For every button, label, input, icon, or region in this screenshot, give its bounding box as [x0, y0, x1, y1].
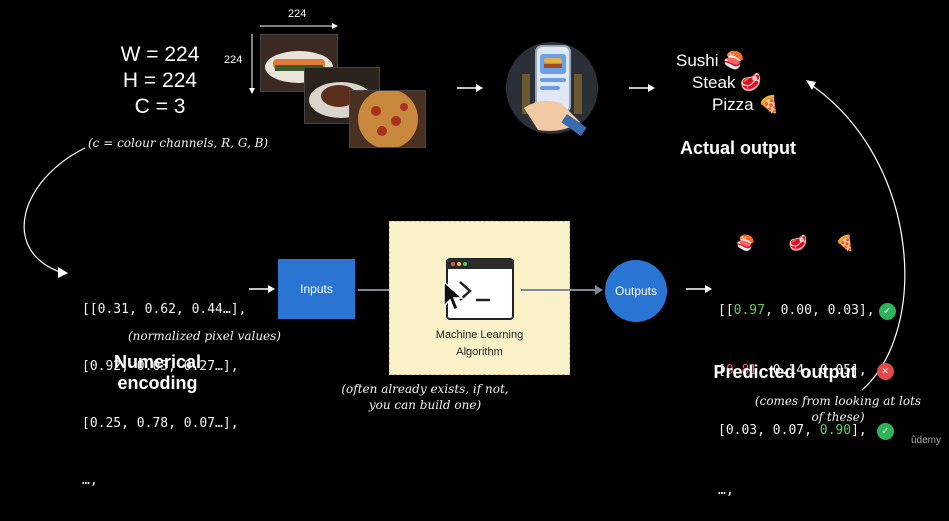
check-icon: ✓: [876, 422, 894, 440]
encoding-row: [0.92, 0.03, 0.27…],: [82, 359, 239, 374]
encoding-title-line1: Numerical: [113, 352, 202, 372]
encoding-title-line2: encoding: [117, 373, 198, 393]
prob-sushi: 0.81: [725, 363, 758, 378]
encoding-row: …,: [82, 473, 98, 488]
sushi-label: Sushi: [676, 51, 719, 70]
predicted-header-icons: 🍣 🥩 🍕: [736, 234, 854, 252]
udemy-watermark: ûdemy: [910, 435, 941, 446]
inputs-box: Inputs: [278, 259, 355, 319]
prob-pizza: 0.03: [827, 303, 859, 318]
food-app-phone-icon: [506, 42, 598, 136]
prob-sushi: 0.03: [725, 423, 758, 438]
bracket: [[: [718, 303, 734, 318]
bracket: [: [718, 363, 726, 378]
actual-item-steak: Steak 🥩: [676, 72, 779, 94]
arrow-to-predicted: [686, 285, 712, 293]
sushi-icon: 🍣: [736, 235, 755, 252]
sushi-icon: 🍣: [723, 51, 745, 70]
mouse-pointer-icon: [443, 280, 464, 312]
prob-sushi: 0.97: [733, 303, 765, 318]
predicted-matrix: [[0.97, 0.00, 0.03], ✓ [0.81, 0.14, 0.05…: [718, 261, 896, 521]
encoding-row: [[0.31, 0.62, 0.44…],: [82, 302, 247, 317]
ml-label-line2: Algorithm: [456, 346, 503, 358]
image-dimensions: W = 224 H = 224 C = 3: [95, 42, 225, 120]
predicted-ellipsis: …,: [718, 483, 734, 498]
prob-steak: 0.00: [780, 303, 812, 318]
arrow-to-phone: [457, 84, 483, 92]
flow-curves: [23, 80, 906, 391]
ml-note-line1: (often already exists, if not,: [341, 382, 509, 396]
arrow-to-inputs: [249, 285, 275, 293]
width-text: W = 224: [120, 43, 200, 66]
pizza-image: [350, 91, 425, 147]
bracket: ],: [851, 423, 867, 438]
pizza-label: Pizza: [712, 95, 754, 114]
actual-output-title: Actual output: [680, 138, 796, 158]
steak-label: Steak: [692, 73, 736, 92]
bracket: ],: [858, 303, 875, 318]
steak-icon: 🥩: [740, 73, 762, 92]
ml-label-line1: Machine Learning: [435, 329, 524, 341]
channels-text: C = 3: [134, 95, 186, 118]
normalized-note: (normalized pixel values): [128, 329, 281, 343]
actual-item-sushi: Sushi 🍣: [676, 50, 779, 72]
outputs-label: Outputs: [614, 284, 658, 298]
predicted-row: [0.81, 0.14, 0.05], ✕: [718, 361, 896, 381]
dimension-arrows: [249, 23, 338, 94]
ml-note: (often already exists, if not, you can b…: [330, 381, 520, 413]
pizza-icon: 🍕: [758, 95, 780, 114]
actual-output-list: Sushi 🍣 Steak 🥩 Pizza 🍕: [676, 50, 779, 116]
steak-icon: 🥩: [788, 235, 808, 252]
predicted-output-title: Predicted output: [713, 362, 857, 382]
pizza-icon: 🍕: [835, 235, 855, 252]
predicted-row: [[0.97, 0.00, 0.03], ✓: [718, 301, 896, 321]
actual-item-pizza: Pizza 🍕: [676, 94, 779, 116]
predicted-note-line2: of these): [811, 410, 865, 424]
bracket: [: [718, 423, 726, 438]
predicted-row: [0.03, 0.07, 0.90], ✓: [718, 421, 896, 441]
predicted-note: (comes from looking at lots of these): [738, 393, 938, 425]
width-label: 224: [288, 8, 307, 20]
arrow-to-actual: [629, 84, 655, 92]
pizza-photo: [349, 90, 426, 148]
arrow-to-outputs: [521, 285, 603, 295]
inputs-label: Inputs: [300, 282, 333, 296]
numerical-encoding-title: Numerical encoding: [100, 352, 215, 394]
prob-pizza: 0.05: [819, 363, 852, 378]
ml-label: Machine Learning Algorithm: [389, 327, 570, 361]
prob-steak: 0.07: [772, 423, 805, 438]
outputs-circle: Outputs: [605, 260, 667, 322]
cross-icon: ✕: [876, 362, 894, 380]
encoding-row: [0.25, 0.78, 0.07…],: [82, 416, 239, 431]
check-icon: ✓: [878, 302, 896, 320]
height-label: 224: [224, 54, 243, 66]
prob-steak: 0.14: [772, 363, 805, 378]
predicted-note-line1: (comes from looking at lots: [754, 394, 922, 408]
channels-note: (c = colour channels, R, G, B): [88, 136, 269, 150]
prob-pizza: 0.90: [819, 423, 852, 438]
height-text: H = 224: [122, 69, 198, 92]
bracket: ],: [851, 363, 867, 378]
ml-note-line2: you can build one): [368, 398, 482, 412]
